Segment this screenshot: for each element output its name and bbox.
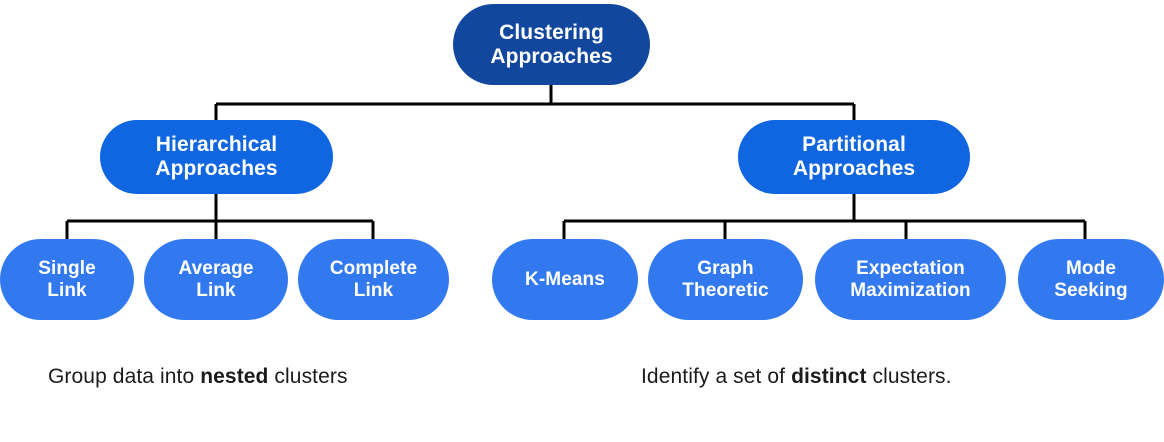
node-label: Average Link bbox=[178, 258, 254, 301]
node-label: K-Means bbox=[525, 268, 605, 290]
node-label: Clustering Approaches bbox=[490, 20, 613, 68]
node-label: Mode Seeking bbox=[1054, 258, 1128, 301]
node-label: Single Link bbox=[38, 258, 96, 301]
caption-text-before: Group data into bbox=[48, 365, 201, 388]
node-label: Hierarchical Approaches bbox=[155, 133, 278, 180]
caption-partitional: Identify a set of distinct clusters. bbox=[641, 365, 952, 389]
caption-text-after: clusters bbox=[268, 365, 348, 388]
node-graph-theoretic[interactable]: Graph Theoretic bbox=[648, 239, 803, 320]
node-hierarchical-approaches[interactable]: Hierarchical Approaches bbox=[100, 120, 333, 194]
caption-hierarchical: Group data into nested clusters bbox=[48, 365, 348, 389]
node-label: Expectation Maximization bbox=[850, 258, 971, 301]
caption-text-bold: distinct bbox=[791, 365, 867, 388]
node-label: Graph Theoretic bbox=[682, 258, 769, 301]
node-k-means[interactable]: K-Means bbox=[492, 239, 638, 320]
node-single-link[interactable]: Single Link bbox=[0, 239, 134, 320]
node-expectation-maximization[interactable]: Expectation Maximization bbox=[815, 239, 1006, 320]
caption-text-after: clusters. bbox=[866, 365, 952, 388]
caption-text-before: Identify a set of bbox=[641, 365, 792, 388]
node-label: Complete Link bbox=[329, 258, 418, 301]
node-partitional-approaches[interactable]: Partitional Approaches bbox=[738, 120, 970, 194]
caption-text-bold: nested bbox=[200, 365, 269, 388]
node-complete-link[interactable]: Complete Link bbox=[298, 239, 449, 320]
node-label: Partitional Approaches bbox=[792, 133, 916, 180]
node-average-link[interactable]: Average Link bbox=[144, 239, 288, 320]
node-mode-seeking[interactable]: Mode Seeking bbox=[1018, 239, 1164, 320]
node-clustering-approaches[interactable]: Clustering Approaches bbox=[453, 4, 650, 85]
